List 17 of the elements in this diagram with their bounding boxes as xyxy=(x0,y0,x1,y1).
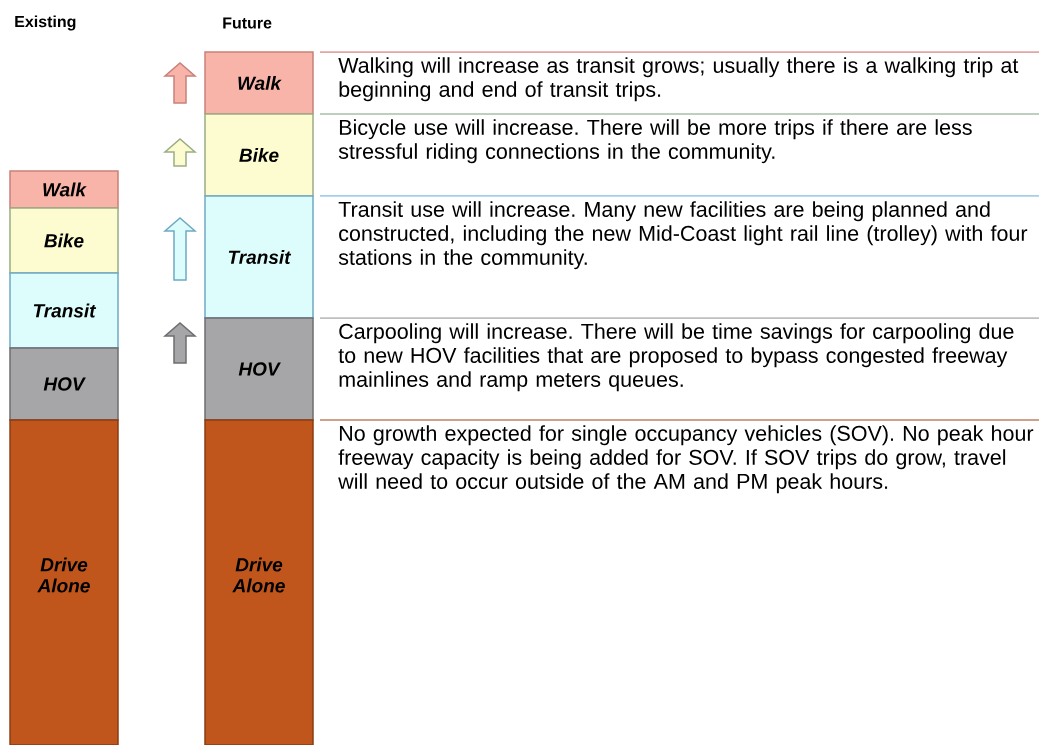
mode-segment: Walk xyxy=(9,170,119,209)
mode-segment: Walk xyxy=(204,51,314,115)
description-text: Bicycle use will increase. There will be more trips if there are less stressful riding connections in the community. xyxy=(338,119,972,164)
column-heading: Existing xyxy=(15,15,76,31)
mode-segment: Bike xyxy=(204,113,314,197)
description-text: No growth expected for single occupancy vehicles (SOV). No peak hour freeway capacity is being added for SOV. If SOV trips do grow, travel will need to occur outside of the AM and PM peak hours. xyxy=(338,425,1034,494)
mode-segment: Transit xyxy=(204,195,314,319)
mode-segment: Drive Alone xyxy=(204,419,314,745)
column-heading: Future xyxy=(223,17,272,29)
mode-segment: Bike xyxy=(9,207,119,274)
mode-segment: HOV xyxy=(204,317,314,421)
mode-segment: Drive Alone xyxy=(9,419,119,745)
description-text: Transit use will increase. Many new facilities are being planned and constructed, including the new Mid-Coast light rail line (trolley) with four stations in the community. xyxy=(338,201,1028,270)
mode-segment: Transit xyxy=(9,272,119,349)
description-text: Carpooling will increase. There will be time savings for carpooling due to new HOV facilities that are proposed to bypass congested freeway mainlines and ramp meters queues. xyxy=(338,323,1014,392)
description-text: Walking will increase as transit grows; usually there is a walking trip at beginning and end of transit trips. xyxy=(338,57,1019,102)
mode-segment: HOV xyxy=(9,347,119,421)
